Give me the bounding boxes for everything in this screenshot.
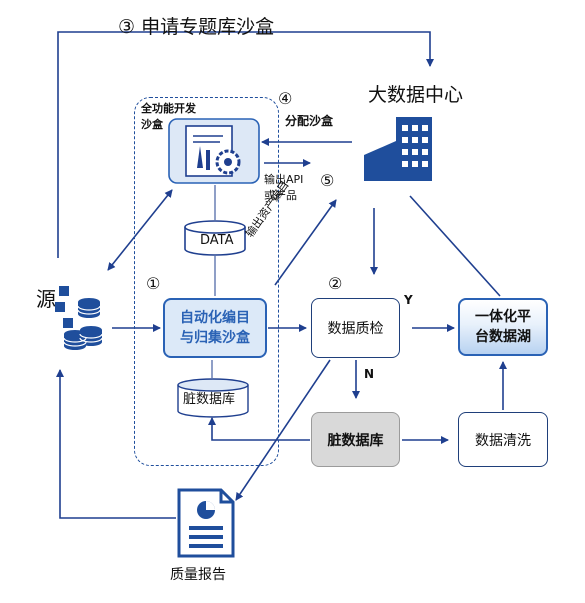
arrow-report-source [56, 369, 176, 519]
arrow-dirty-sandbox-db [208, 417, 310, 441]
output-api-line1: 输出API [264, 173, 304, 186]
output-api-line2: 或产品 [264, 189, 297, 202]
quality-check-box: 数据质检 [311, 298, 400, 358]
sandbox-title-line2: 沙盒 [141, 118, 163, 131]
arrow-source-sandbox [107, 189, 173, 271]
data-cylinder [183, 220, 247, 256]
source-label: 源 [36, 287, 56, 311]
data-cleaning-box: 数据清洗 [458, 412, 548, 467]
big-data-center-label: 大数据中心 [368, 84, 464, 106]
yes-label: Y [404, 293, 413, 307]
data-cylinder-label: DATA [200, 233, 234, 248]
auto-catalog-box: 自动化编目 与归集沙盒 [163, 298, 267, 358]
step3-apply-label: ③ 申请专题库沙盒 [118, 16, 275, 38]
data-lake-line2: 台数据湖 [475, 329, 531, 345]
step4-number: ④ [278, 89, 293, 108]
dirty-db-box: 脏数据库 [311, 412, 400, 467]
sandbox-dirty-db-cylinder [176, 378, 250, 418]
auto-catalog-line1: 自动化编目 [180, 309, 250, 326]
auto-catalog-line2: 与归集沙盒 [180, 330, 250, 346]
quality-report-label: 质量报告 [170, 567, 226, 583]
data-lake-line1: 一体化平 [475, 308, 531, 325]
data-cleaning-label: 数据清洗 [475, 432, 531, 449]
sandbox-dirty-db-label: 脏数据库 [183, 392, 236, 407]
arrow-check-report [235, 359, 331, 501]
arrow-output-assets [274, 199, 337, 286]
step4-allocate-label: 分配沙盒 [285, 114, 334, 128]
no-label: N [364, 367, 375, 381]
dev-sandbox-frame [134, 97, 279, 466]
step5-number: ⑤ [320, 171, 335, 190]
dirty-db-label: 脏数据库 [327, 432, 384, 449]
database-stack-icon [55, 284, 103, 356]
sandbox-title-line1: 全功能开发 [141, 102, 196, 115]
building-icon [362, 115, 436, 181]
line-center-lake [409, 195, 501, 297]
report-icon [177, 488, 235, 558]
step1-number: ① [146, 274, 161, 293]
arrow-apply-sandbox [57, 31, 434, 258]
step2-number: ② [328, 274, 343, 293]
quality-check-label: 数据质检 [327, 321, 384, 337]
document-gear-icon [168, 118, 260, 184]
data-lake-box: 一体化平 台数据湖 [458, 298, 548, 356]
